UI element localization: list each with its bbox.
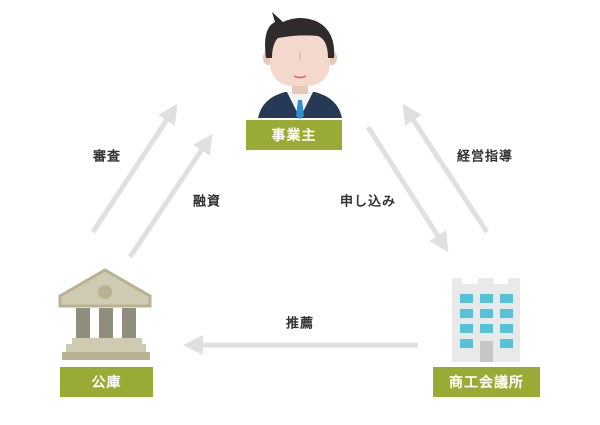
edge-label-loan: 融資 bbox=[192, 194, 222, 210]
edge-label-review: 審査 bbox=[92, 149, 122, 165]
edge-label-guidance: 経営指導 bbox=[456, 149, 514, 165]
node-owner: 事業主 bbox=[246, 120, 342, 150]
bank-icon bbox=[58, 268, 152, 360]
businessman-icon bbox=[258, 12, 342, 119]
node-chamber: 商工会議所 bbox=[433, 367, 540, 397]
office-building-icon bbox=[452, 278, 520, 362]
node-bank: 公庫 bbox=[60, 367, 153, 397]
edge-label-application: 申し込み bbox=[339, 194, 397, 210]
arrow-loan bbox=[127, 133, 213, 259]
edge-label-recommendation: 推薦 bbox=[285, 316, 315, 332]
arrow-guidance bbox=[402, 103, 490, 234]
arrow-review bbox=[90, 103, 178, 234]
arrow-application bbox=[365, 125, 449, 253]
